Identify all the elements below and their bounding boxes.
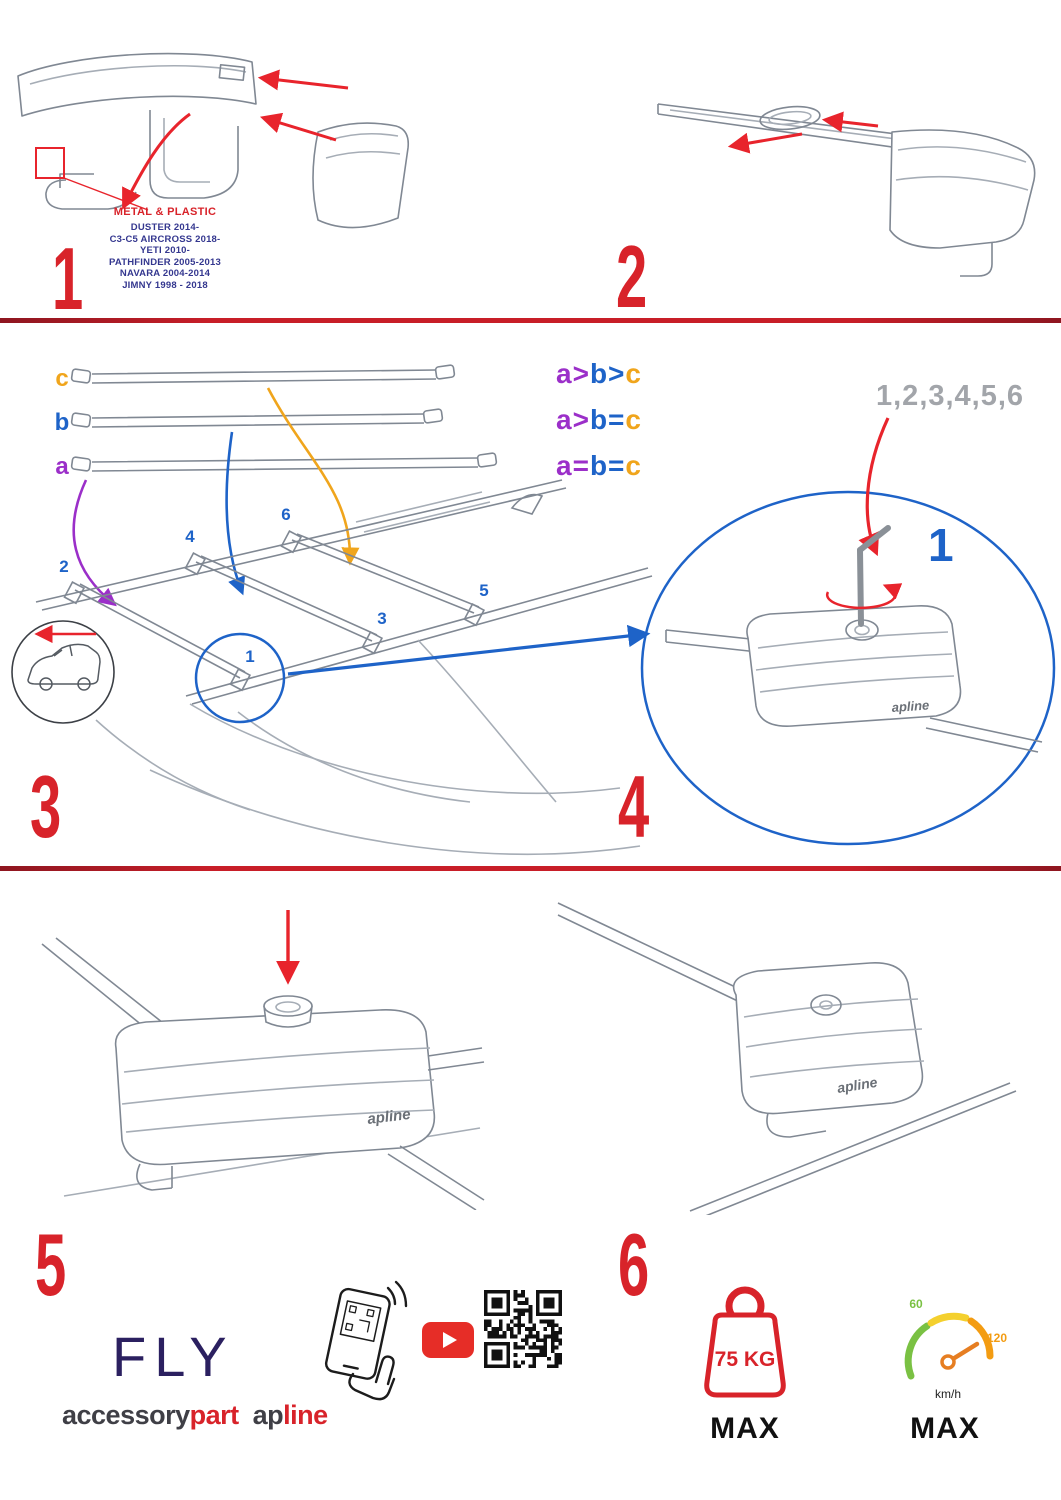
crossbar-end-assembly — [17, 52, 410, 229]
material-label: METAL & PLASTIC — [113, 206, 217, 218]
step2-arrows — [727, 111, 879, 154]
step-number-5: 5 — [35, 1217, 67, 1315]
position-6: 6 — [281, 505, 290, 524]
legend-a: a — [556, 450, 573, 481]
foot-on-rail — [41, 937, 485, 1210]
bar-and-foot — [657, 103, 1036, 277]
step4-detail-drawing: apline — [640, 417, 1056, 846]
position-5: 5 — [479, 581, 488, 600]
legend-c: c — [625, 404, 642, 435]
step-number-1: 1 — [52, 231, 84, 329]
logo-ap: ap — [252, 1400, 284, 1430]
qr-modules — [484, 1290, 562, 1368]
step-number-4: 4 — [618, 759, 650, 857]
legend-op: > — [608, 358, 626, 389]
legend-row-2: a>b=c — [556, 404, 642, 450]
mounted-foot — [557, 902, 1017, 1215]
car-direction-inset — [11, 620, 115, 724]
legend-row-3: a=b=c — [556, 450, 642, 496]
step-number-6: 6 — [618, 1217, 650, 1315]
legend-b: b — [589, 358, 609, 389]
tightening-sequence: 1,2,3,4,5,6 — [876, 380, 1025, 412]
section-divider — [0, 866, 1061, 871]
roof-drawing — [35, 479, 653, 855]
detail-pointer-arrow — [287, 624, 651, 676]
brand-mark: apline — [836, 1074, 879, 1096]
weight-max-label: MAX — [710, 1412, 780, 1445]
logo-line: line — [283, 1400, 328, 1430]
loose-bars — [70, 364, 498, 472]
qr-code — [484, 1290, 562, 1368]
legend-c: c — [625, 450, 642, 481]
legend-c: c — [625, 358, 642, 389]
model-line: PATHFINDER 2005-2013 — [109, 256, 221, 268]
max-speed-icon: 60 120 km/h — [904, 1297, 1007, 1401]
legend-op: > — [572, 404, 590, 435]
position-4: 4 — [185, 527, 195, 546]
step1-arrows — [35, 69, 349, 211]
legend-op: > — [572, 358, 590, 389]
company-logo-text: accessorypart apline — [62, 1400, 328, 1431]
section-divider — [0, 318, 1061, 323]
model-compatibility-list: DUSTER 2014- C3-C5 AIRCROSS 2018- YETI 2… — [80, 222, 250, 291]
step5-knob-drawing: apline — [41, 910, 485, 1210]
speed-max-label: MAX — [910, 1412, 980, 1445]
step2-insert-drawing — [657, 103, 1036, 277]
allen-key — [857, 525, 891, 627]
speed-unit-label: km/h — [935, 1387, 961, 1401]
play-triangle-icon — [442, 1332, 457, 1348]
sequence-first-number: 1 — [928, 519, 954, 571]
legend-op: = — [572, 450, 590, 481]
position-2: 2 — [59, 557, 68, 576]
legend-a: a — [556, 358, 573, 389]
step-number-3: 3 — [30, 759, 62, 857]
step-number-2: 2 — [616, 229, 648, 327]
bar-label-a: a — [55, 453, 69, 480]
speed-high-label: 120 — [987, 1331, 1007, 1345]
size-legend: a>b>c a>b=c a=b=c — [556, 358, 642, 496]
brand-mark: apline — [366, 1106, 411, 1128]
step3-roof-layout-drawing: c b a — [11, 364, 653, 855]
brand-mark: apline — [891, 697, 930, 715]
routing-arrows — [72, 387, 360, 607]
step6-mounted-foot-drawing: apline — [557, 902, 1017, 1215]
legend-row-1: a>b>c — [556, 358, 642, 404]
logo-part: part — [189, 1400, 240, 1430]
legend-b: b — [589, 450, 609, 481]
model-line: NAVARA 2004-2014 — [119, 268, 211, 279]
bar-label-b: b — [55, 409, 70, 436]
detail-highlight-circle — [194, 632, 286, 724]
legend-op: = — [608, 404, 626, 435]
weight-value: 75 KG — [715, 1348, 776, 1371]
step1-clamp-drawing — [17, 52, 410, 229]
legend-b: b — [589, 404, 609, 435]
legend-op: = — [608, 450, 626, 481]
position-1: 1 — [245, 647, 254, 666]
detail-circle — [640, 490, 1056, 846]
product-name: FLY — [112, 1325, 235, 1388]
model-line: C3-C5 AIRCROSS 2018- — [109, 233, 221, 245]
position-numbers: 2 4 6 1 3 5 — [59, 505, 488, 666]
max-weight-icon: 75 KG — [704, 1286, 786, 1398]
logo-space — [239, 1400, 253, 1430]
foot-with-key — [665, 605, 1043, 753]
youtube-icon — [422, 1322, 474, 1358]
model-line: YETI 2010- — [139, 245, 191, 256]
speed-low-label: 60 — [909, 1297, 923, 1311]
legend-a: a — [556, 404, 573, 435]
logo-accessory: accessory — [62, 1400, 190, 1430]
scan-qr-phone-icon — [324, 1280, 408, 1401]
rotation-arrow — [825, 583, 903, 610]
model-line: JIMNY 1998 - 2018 — [122, 279, 208, 291]
model-line: DUSTER 2014- — [130, 222, 200, 233]
bar-label-c: c — [55, 365, 68, 392]
position-3: 3 — [377, 609, 386, 628]
